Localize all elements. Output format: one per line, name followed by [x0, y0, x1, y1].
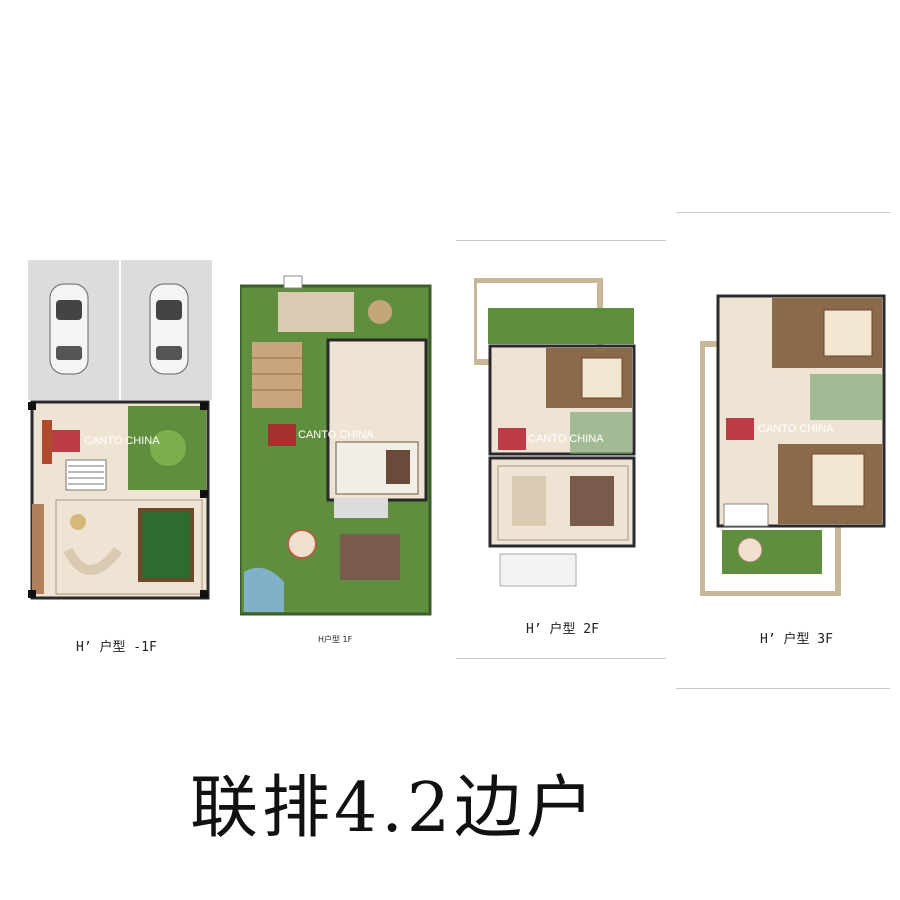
floor-plan-ground: CANTO CHINA — [240, 272, 432, 616]
floor-plan-third: CANTO CHINA — [700, 294, 886, 596]
separator-line — [456, 240, 666, 241]
separator-line — [676, 688, 890, 689]
sofa-icon — [63, 514, 122, 575]
separator-line — [676, 212, 890, 213]
floor-plan-basement: CANTO CHINA — [28, 260, 214, 604]
table-icon — [368, 300, 392, 324]
billiard-table-icon — [138, 508, 194, 582]
watermark-text: CANTO CHINA — [298, 429, 374, 441]
umbrella-icon — [287, 529, 317, 559]
separator-line — [456, 658, 666, 659]
plan-label-ground: H户型 1F — [318, 635, 353, 644]
bed-icon — [823, 309, 873, 357]
sofa-icon — [570, 476, 614, 526]
bed-icon — [581, 357, 623, 399]
bed-icon — [811, 453, 865, 507]
watermark-text: CANTO CHINA — [758, 423, 834, 435]
watermark-text: CANTO CHINA — [84, 435, 160, 447]
floor-plan-second: CANTO CHINA — [474, 278, 640, 594]
page-title: 联排4.2边户 — [190, 769, 599, 848]
plan-label-basement: H’ 户型 -1F — [76, 640, 157, 655]
plan-label-third: H’ 户型 3F — [760, 632, 833, 647]
plan-label-second: H’ 户型 2F — [526, 622, 599, 637]
bathtub-icon — [723, 503, 769, 527]
car-icon — [49, 283, 89, 375]
car-icon — [149, 283, 189, 375]
dining-table-icon — [512, 476, 546, 526]
watermark-text: CANTO CHINA — [528, 433, 604, 445]
